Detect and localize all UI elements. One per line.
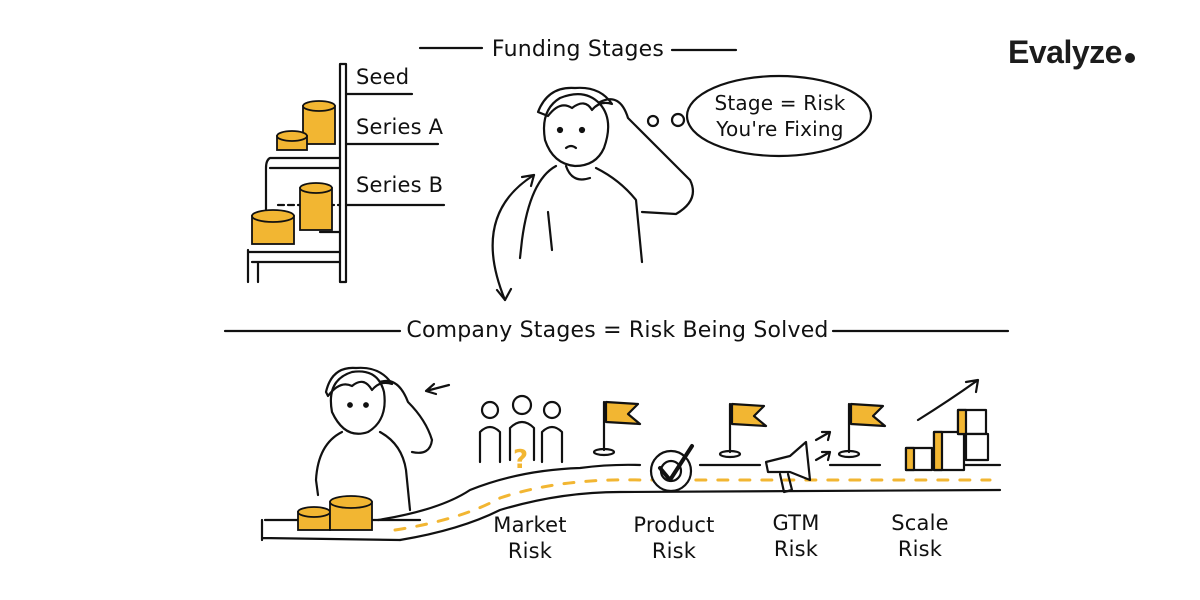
milestone-line-1: Scale bbox=[891, 511, 949, 535]
funding-ladder bbox=[246, 62, 446, 284]
thought-bubble bbox=[685, 74, 873, 158]
funding-stages-title: Funding Stages bbox=[491, 37, 665, 62]
coin-stack-icon bbox=[299, 182, 333, 231]
milestone-line-2: Risk bbox=[507, 539, 553, 563]
milestone-market-risk: Market Risk bbox=[480, 512, 580, 564]
megaphone-icon bbox=[764, 430, 832, 494]
confused-person-top bbox=[518, 86, 694, 264]
growing-blocks-icon bbox=[904, 378, 990, 472]
milestone-line-1: Market bbox=[493, 513, 567, 537]
coin-stack-icon bbox=[276, 130, 308, 151]
milestone-gtm-risk: GTM Risk bbox=[746, 510, 846, 562]
coin-stacks bbox=[251, 100, 373, 531]
question-mark-icon: ? bbox=[513, 445, 528, 475]
ladder-label-series-a: Series A bbox=[356, 115, 444, 139]
flag-icon bbox=[592, 400, 642, 457]
milestone-line-2: Risk bbox=[897, 537, 943, 561]
milestone-line-2: Risk bbox=[773, 537, 819, 561]
company-stages-title: Company Stages = Risk Being Solved bbox=[406, 318, 829, 343]
milestone-line-1: GTM bbox=[772, 511, 820, 535]
logo-text: Evalyze bbox=[1008, 34, 1122, 70]
road-top-edge bbox=[376, 463, 642, 522]
milestone-line-1: Product bbox=[633, 513, 715, 537]
people-question-icon bbox=[478, 394, 564, 464]
double-arrow bbox=[491, 173, 536, 302]
coin-stack-icon bbox=[329, 495, 373, 531]
evalyze-logo: Evalyze bbox=[1008, 34, 1135, 71]
logo-dot bbox=[1124, 53, 1135, 63]
back-arrow bbox=[424, 382, 451, 396]
coin-stack-icon bbox=[297, 506, 331, 531]
thought-bubble-text: Stage = Risk You're Fixing bbox=[700, 90, 860, 142]
coin-stack-icon bbox=[251, 209, 295, 245]
milestone-line-2: Risk bbox=[651, 539, 697, 563]
thought-line-2: You're Fixing bbox=[716, 117, 844, 141]
flag-icon bbox=[837, 402, 887, 459]
milestone-scale-risk: Scale Risk bbox=[870, 510, 970, 562]
thought-line-1: Stage = Risk bbox=[714, 91, 846, 115]
confused-person-bottom bbox=[314, 366, 451, 512]
ladder-label-series-b: Series B bbox=[356, 173, 444, 197]
coin-stack-icon bbox=[302, 100, 336, 145]
gear-check-icon bbox=[649, 444, 694, 493]
flag-icon bbox=[718, 402, 768, 459]
milestone-product-risk: Product Risk bbox=[624, 512, 724, 564]
ladder-label-seed: Seed bbox=[356, 65, 410, 89]
